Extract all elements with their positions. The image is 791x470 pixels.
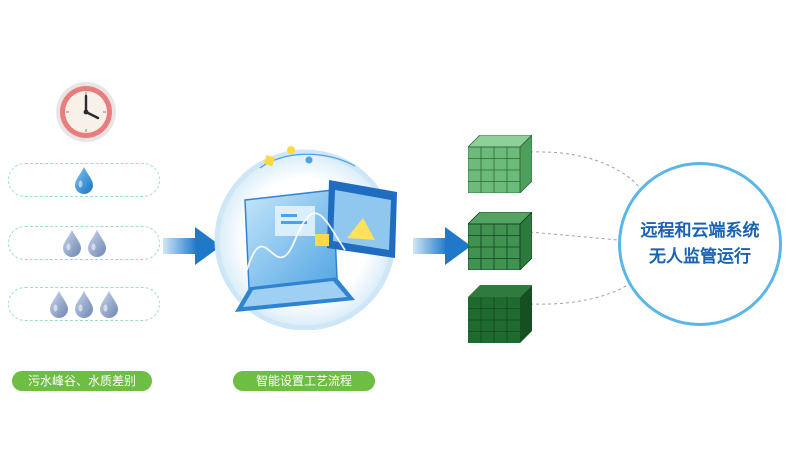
water-row-3 [8,287,160,321]
left-caption: 污水峰谷、水质差别 [12,371,152,391]
water-drop-icon [75,167,93,194]
arrow-right-icon [163,227,221,265]
result-line-1: 远程和云端系统 [640,221,760,241]
result-line-2: 无人监管运行 [649,247,751,267]
water-drop-icon [62,230,81,257]
middle-caption: 智能设置工艺流程 [233,371,375,391]
result-circle: 远程和云端系统 无人监管运行 [618,162,782,326]
water-row-2 [8,226,160,260]
laptop-dashboard-illustration [214,146,397,330]
arrow-right-icon [413,227,471,265]
drop-group-1 [9,164,159,196]
drop-group-3 [9,288,159,320]
green-cube-icon [468,212,532,270]
water-row-1 [8,163,160,197]
clock-icon [56,82,116,142]
water-drop-icon [100,291,118,318]
light-green-cube-icon [468,135,532,193]
water-drop-icon [75,291,93,318]
drop-group-2 [9,227,159,259]
dark-green-cube-icon [468,285,532,343]
water-drop-icon [50,291,68,318]
water-drop-icon [87,230,106,257]
